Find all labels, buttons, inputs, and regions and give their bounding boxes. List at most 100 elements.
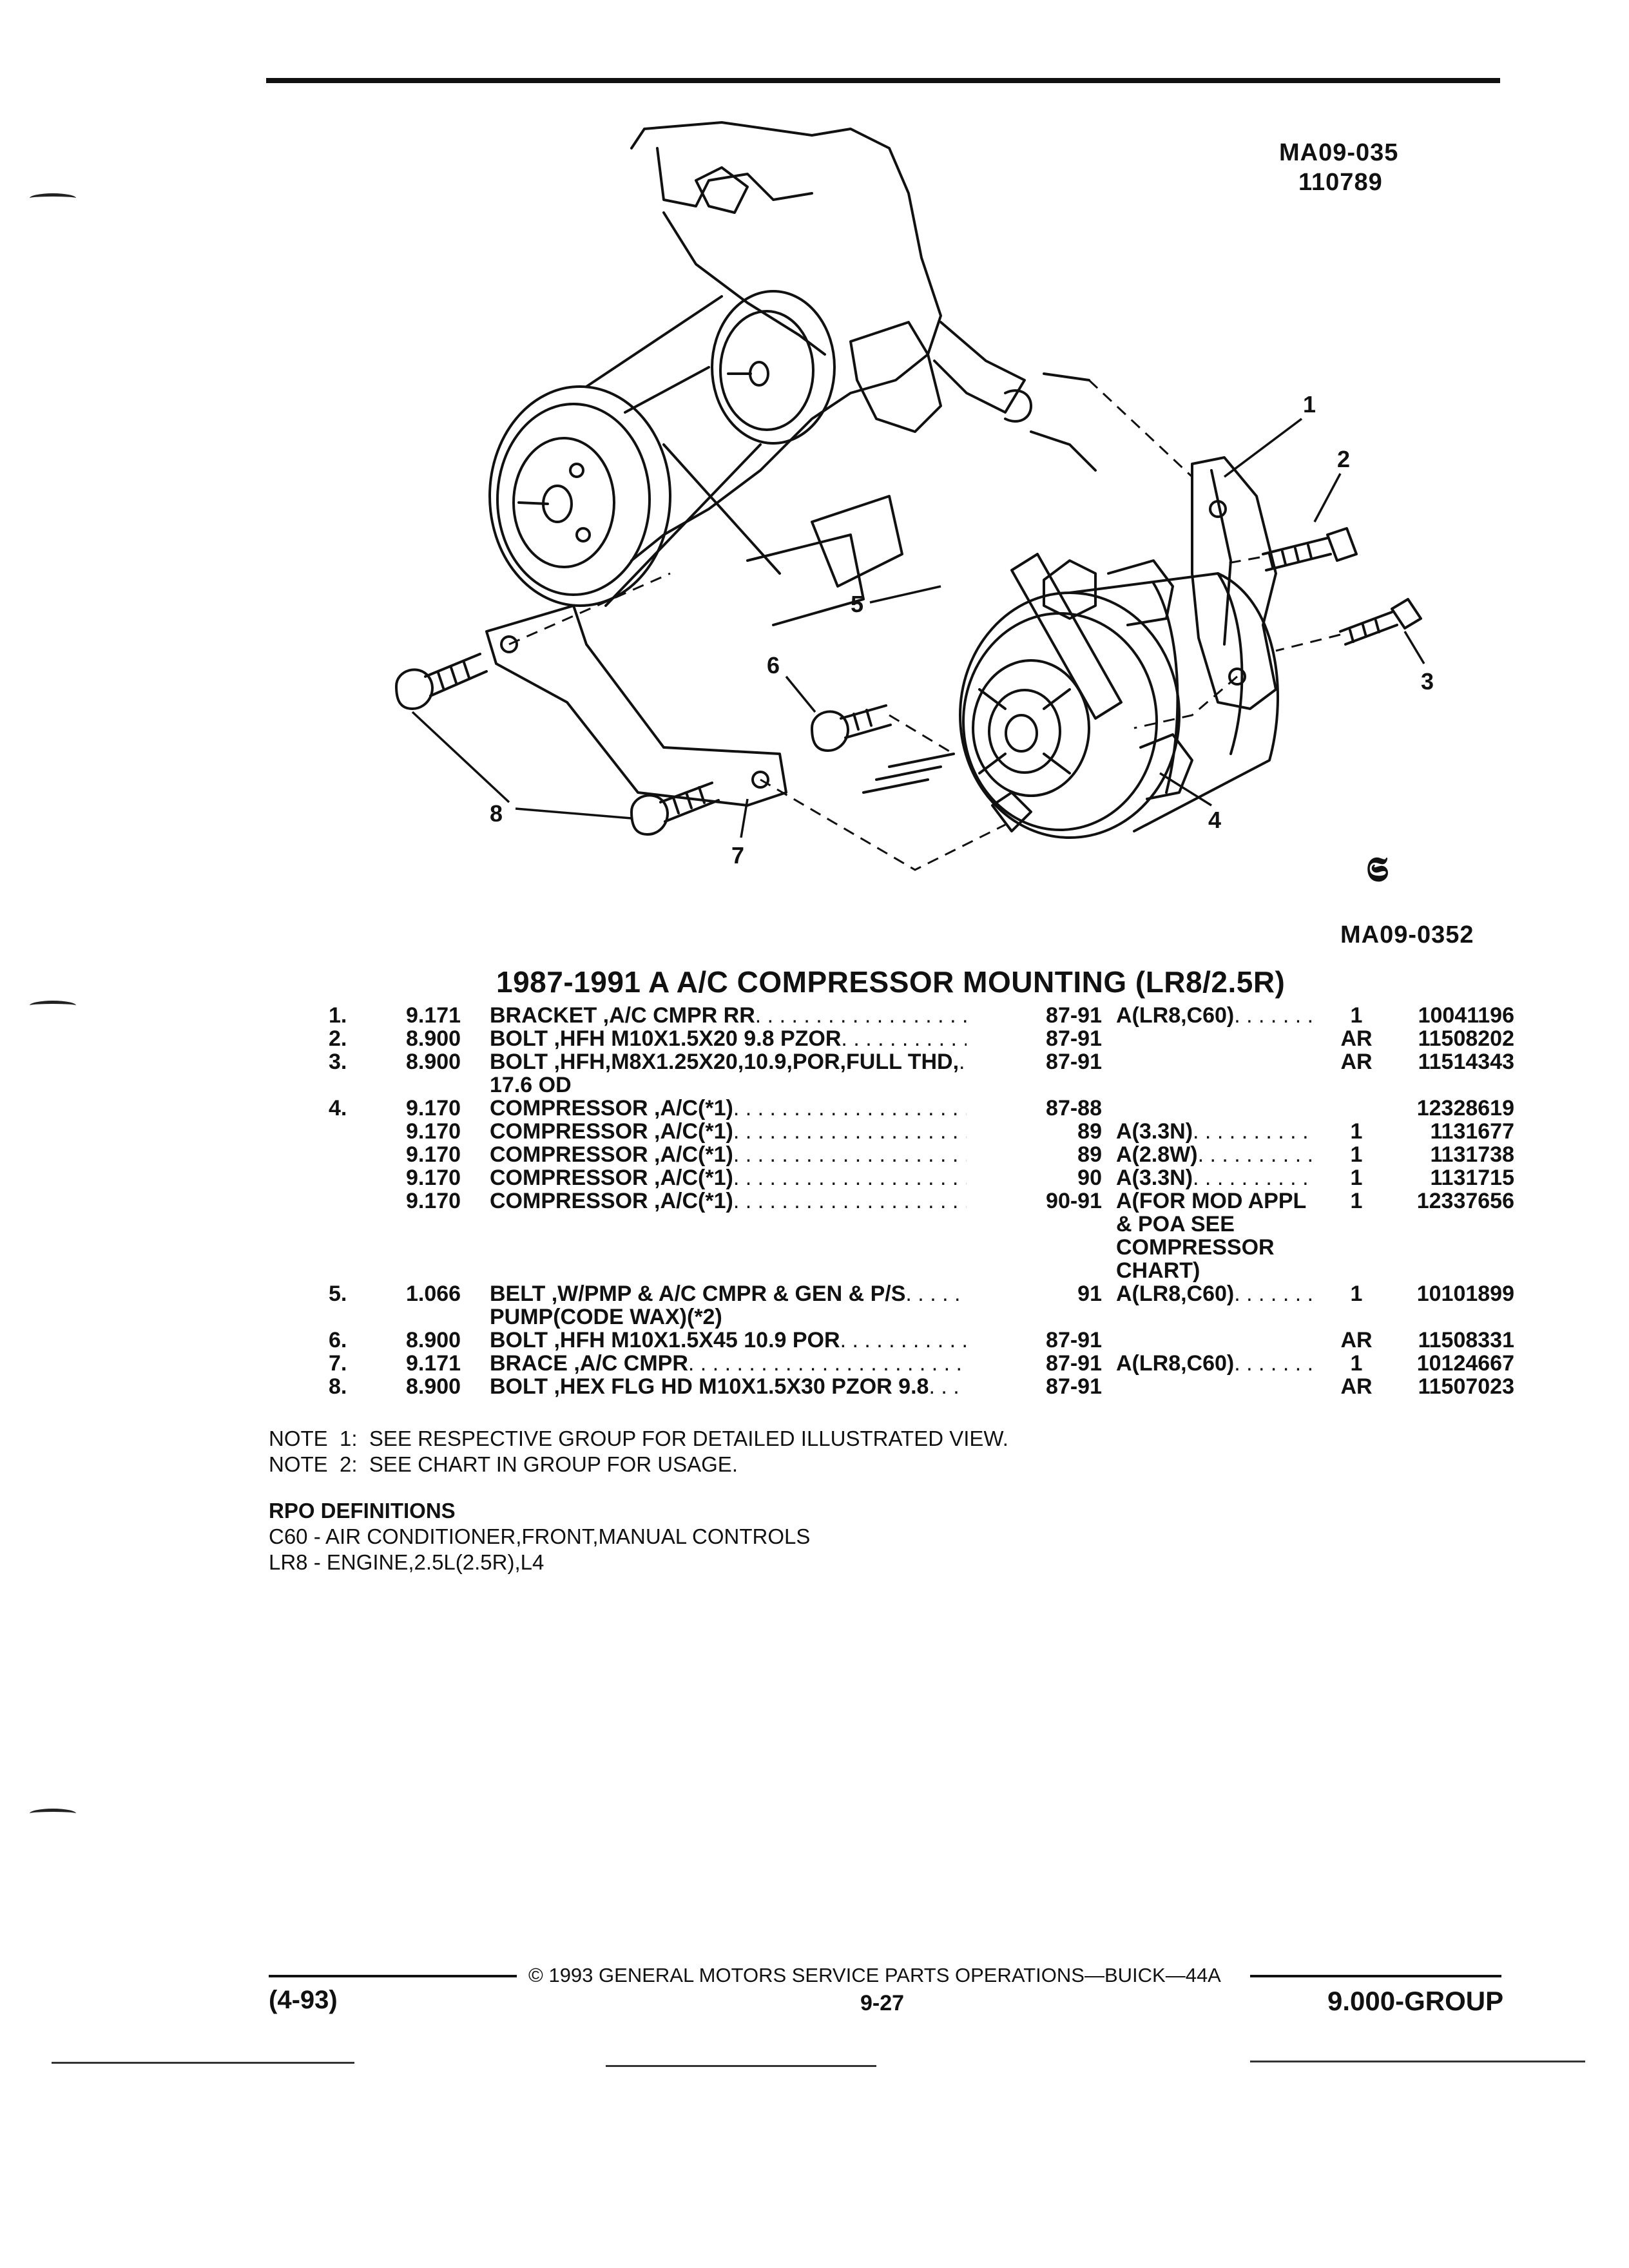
group-number: 8.900 (406, 1050, 461, 1074)
quantity: AR (1340, 1050, 1373, 1074)
application-continued: CHART) (1116, 1259, 1200, 1282)
part-description: BOLT ,HEX FLG HD M10X1.5X30 PZOR 9.8 . .… (490, 1375, 967, 1398)
notes: NOTE 1: SEE RESPECTIVE GROUP FOR DETAILE… (269, 1426, 1008, 1477)
callout-4: 4 (1208, 807, 1221, 833)
application: A(LR8,C60) . . . . . . . . . . . . . . .… (1116, 1352, 1316, 1375)
model-years: 87-88 (1046, 1096, 1102, 1120)
leader-dots: . . . . . . . . . . . . . . . . . . . . … (840, 1329, 967, 1352)
item-number: 3. (329, 1050, 347, 1074)
figure-date: 110789 (1298, 169, 1383, 196)
group-number: 9.171 (406, 1351, 461, 1376)
part-description: BOLT ,HFH M10X1.5X45 10.9 POR . . . . . … (490, 1329, 967, 1352)
rpo-heading: RPO DEFINITIONS (269, 1499, 456, 1523)
part-number: 11507023 (1418, 1374, 1514, 1399)
part-number: 1131677 (1430, 1119, 1515, 1144)
part-description: BRACE ,A/C CMPR . . . . . . . . . . . . … (490, 1352, 967, 1375)
binder-mark (30, 1001, 76, 1010)
leader-dots: . . . . . . . . . . . . . . . . . . . . … (733, 1189, 967, 1213)
model-years: 90-91 (1046, 1189, 1102, 1213)
item-number: 1. (329, 1003, 347, 1028)
note-2: NOTE 2: SEE CHART IN GROUP FOR USAGE. (269, 1452, 738, 1476)
quantity: 1 (1350, 1119, 1363, 1144)
group-number: 8.900 (406, 1374, 461, 1399)
model-years: 87-91 (1046, 1050, 1102, 1074)
footer-rule-right (1250, 1975, 1501, 1977)
model-years: 87-91 (1046, 1026, 1102, 1051)
application-continued: & POA SEE (1116, 1213, 1235, 1236)
scan-artifact (52, 2062, 354, 2064)
application: A(FOR MOD APPL (1116, 1189, 1307, 1213)
model-years: 87-91 (1046, 1003, 1102, 1028)
item-number: 6. (329, 1328, 347, 1352)
callout-1: 1 (1303, 391, 1316, 418)
quantity: 1 (1350, 1282, 1363, 1306)
model-years: 87-91 (1046, 1351, 1102, 1376)
group-number: 1.066 (406, 1282, 461, 1306)
exploded-view-illustration: 1 2 3 4 5 6 7 8 (361, 110, 1482, 902)
rpo-definitions: RPO DEFINITIONS C60 - AIR CONDITIONER,FR… (269, 1498, 810, 1575)
item-number: 5. (329, 1282, 347, 1306)
model-years: 89 (1077, 1142, 1102, 1167)
callout-3: 3 (1421, 668, 1434, 695)
application: A(LR8,C60) . . . . . . . . . . . . . . .… (1116, 1282, 1316, 1305)
callout-7: 7 (731, 842, 744, 869)
part-description: COMPRESSOR ,A/C(*1) . . . . . . . . . . … (490, 1097, 967, 1120)
application: A(3.3N) . . . . . . . . . . . . . . . . … (1116, 1120, 1316, 1143)
group-code: 9.000-GROUP (1327, 1986, 1504, 2016)
quantity: 1 (1350, 1166, 1363, 1190)
model-years: 89 (1077, 1119, 1102, 1144)
footer-rule-left (269, 1975, 517, 1977)
part-number: 10124667 (1416, 1351, 1514, 1376)
application: A(2.8W) . . . . . . . . . . . . . . . . … (1116, 1143, 1316, 1166)
figure-code-bottom: MA09-0352 (1340, 921, 1474, 948)
part-description: COMPRESSOR ,A/C(*1) . . . . . . . . . . … (490, 1120, 967, 1143)
part-description-continued: PUMP(CODE WAX)(*2) (490, 1305, 722, 1329)
page-number: 9-27 (860, 1991, 905, 2015)
item-number: 7. (329, 1351, 347, 1376)
binder-mark (30, 193, 76, 203)
group-number: 9.171 (406, 1003, 461, 1028)
leader-dots: . . . . . . . . . . . . . . . . . . . . … (733, 1143, 967, 1166)
header-rule (266, 78, 1500, 83)
part-number: 11508331 (1418, 1328, 1514, 1352)
model-years: 87-91 (1046, 1328, 1102, 1352)
part-description-continued: 17.6 OD (490, 1073, 572, 1097)
group-number: 9.170 (406, 1096, 461, 1120)
group-number: 8.900 (406, 1328, 461, 1352)
revision-date: (4-93) (269, 1986, 338, 2014)
part-number: 12328619 (1416, 1096, 1514, 1120)
item-number: 2. (329, 1026, 347, 1051)
page-title: 1987-1991 A A/C COMPRESSOR MOUNTING (LR8… (496, 965, 1286, 999)
part-description: COMPRESSOR ,A/C(*1) . . . . . . . . . . … (490, 1166, 967, 1189)
group-number: 9.170 (406, 1189, 461, 1213)
part-row: 3. 8.900 BOLT ,HFH,M8X1.25X20,10.9,POR,FUL… (303, 1050, 1514, 1073)
leader-dots: . . . . . . . . . . . . . . . . . . . . … (1234, 1352, 1316, 1375)
leader-dots: . . . . . . . . . . . . . . . . . . . . … (733, 1166, 967, 1189)
part-row-continuation: COMPRESSOR (303, 1236, 1514, 1259)
leader-dots: . . . . . . . . . . . . . . . . . . . . … (733, 1120, 967, 1143)
leader-dots: . . . . . . . . . . . . . . . . . . . . … (755, 1004, 967, 1027)
rpo-item: C60 - AIR CONDITIONER,FRONT,MANUAL CONTR… (269, 1524, 811, 1548)
part-row-continuation: 17.6 OD (303, 1073, 1514, 1097)
leader-dots: . . . . . . . . . . . . . . . . . . . . … (688, 1352, 967, 1375)
part-description: BOLT ,HFH,M8X1.25X20,10.9,POR,FULL THD, … (490, 1050, 967, 1073)
leader-dots: . . . . . . . . . . . . . . . . . . . . … (929, 1375, 967, 1398)
group-number: 9.170 (406, 1142, 461, 1167)
part-number: 11508202 (1418, 1026, 1514, 1051)
quantity: 1 (1350, 1003, 1363, 1028)
leader-dots: . . . . . . . . . . . . . . . . . . . . … (1234, 1004, 1316, 1027)
model-years: 91 (1077, 1282, 1102, 1306)
item-number: 8. (329, 1374, 347, 1399)
model-years: 87-91 (1046, 1374, 1102, 1399)
quantity: AR (1340, 1026, 1373, 1051)
callout-8: 8 (490, 800, 503, 827)
item-number: 4. (329, 1096, 347, 1120)
leader-dots: . . . . . . . . . . . . . . . . . . . . … (1197, 1143, 1316, 1166)
part-description: BOLT ,HFH M10X1.5X20 9.8 PZOR . . . . . … (490, 1027, 967, 1050)
